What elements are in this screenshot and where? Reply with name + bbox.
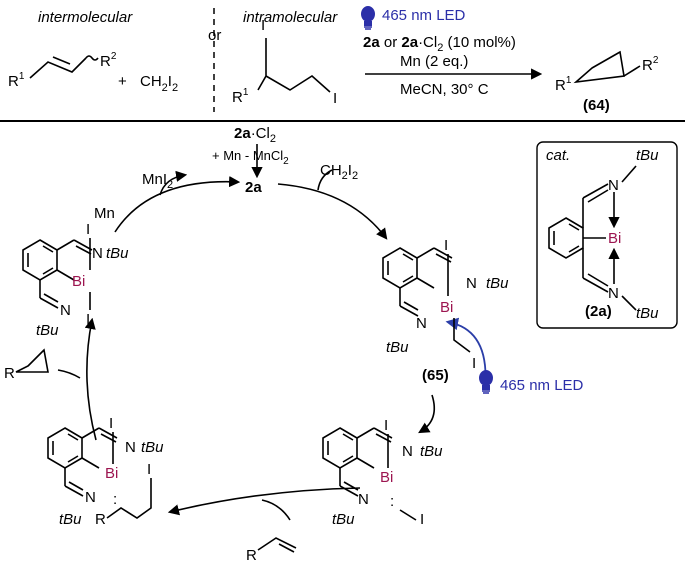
bi-complex-bottom-left: Bi N tBu N tBu I : R I bbox=[47, 415, 164, 528]
mni2-release-arrow bbox=[159, 170, 188, 196]
header-led-label: 465 nm LED bbox=[382, 7, 466, 24]
diiodide-r1: R1 bbox=[232, 87, 249, 106]
svg-text:Bi: Bi bbox=[440, 299, 453, 316]
cycle-led-bulb-icon bbox=[478, 369, 494, 394]
catalyst-loading: 2a or 2a·Cl2 (10 mol%) bbox=[363, 34, 516, 54]
svg-text:tBu: tBu bbox=[486, 275, 509, 292]
product-label: (64) bbox=[583, 97, 610, 114]
ch2i2-reagent: CH2I2 bbox=[140, 73, 178, 94]
svg-text:I: I bbox=[444, 237, 448, 254]
catalyst-2a: 2a bbox=[245, 179, 262, 196]
intermolecular-label: intermolecular bbox=[38, 9, 133, 26]
svg-text:tBu: tBu bbox=[636, 147, 659, 164]
bi-complex-bottom-right: Bi N tBu N tBu I : I bbox=[322, 417, 443, 528]
cycle-arrow-top-left bbox=[114, 176, 241, 233]
svg-text:Bi: Bi bbox=[380, 469, 393, 486]
catalyst-2a-structure: Bi N tBu N tBu bbox=[548, 147, 659, 322]
svg-text:Bi: Bi bbox=[105, 465, 118, 482]
diiodide-i-top: I bbox=[261, 17, 265, 34]
svg-text:I: I bbox=[86, 311, 90, 328]
svg-text:tBu: tBu bbox=[332, 511, 355, 528]
cycle-led-label: 465 nm LED bbox=[500, 377, 584, 394]
diiodide-i-end: I bbox=[333, 90, 337, 107]
svg-text:N: N bbox=[416, 315, 427, 332]
svg-text:N: N bbox=[608, 177, 619, 194]
svg-text:N: N bbox=[358, 491, 369, 508]
cycle-arrow-left bbox=[84, 317, 97, 441]
alkene-entry-arc bbox=[261, 499, 291, 521]
intramolecular-label: intramolecular bbox=[243, 9, 338, 26]
svg-text:N: N bbox=[125, 439, 136, 456]
cyclopropane-ring bbox=[573, 50, 625, 84]
incoming-alkene-r: R bbox=[246, 547, 257, 564]
precatalyst-label: 2a·Cl2 bbox=[234, 125, 276, 145]
diiodide-bonds bbox=[257, 38, 331, 93]
svg-text:R: R bbox=[95, 511, 106, 528]
alkene-r1: R1 bbox=[8, 71, 25, 90]
cycle-arrow-top-right bbox=[277, 183, 388, 240]
svg-text:I: I bbox=[147, 461, 151, 478]
cycle-arrow-right bbox=[418, 394, 436, 434]
product-r2: R2 bbox=[642, 55, 659, 74]
svg-text:tBu: tBu bbox=[141, 439, 164, 456]
svg-text::: : bbox=[113, 491, 117, 508]
catalyst-box bbox=[536, 141, 678, 329]
alkene-r2: R2 bbox=[100, 51, 117, 70]
svg-text:tBu: tBu bbox=[420, 443, 443, 460]
catalyst-box-label: (2a) bbox=[585, 303, 612, 320]
svg-text:N: N bbox=[92, 245, 103, 262]
svg-text:N: N bbox=[402, 443, 413, 460]
bi-complex-top-left: Bi N tBu N tBu I I bbox=[22, 221, 129, 339]
conditions-label: MeCN, 30° C bbox=[400, 81, 489, 98]
svg-text:tBu: tBu bbox=[636, 305, 659, 322]
svg-text:N: N bbox=[466, 275, 477, 292]
bi-complex-65: Bi N tBu N tBu I I (65) bbox=[382, 237, 509, 384]
svg-text:tBu: tBu bbox=[106, 245, 129, 262]
ch2i2-entry-arc bbox=[317, 169, 333, 191]
svg-text:tBu: tBu bbox=[386, 339, 409, 356]
cat-label: cat. bbox=[546, 147, 570, 164]
svg-text:I: I bbox=[420, 511, 424, 528]
mni2-label: MnI2 bbox=[142, 171, 173, 191]
svg-text:Bi: Bi bbox=[608, 230, 621, 247]
cyclopropane-release-arc bbox=[57, 369, 81, 379]
svg-text:tBu: tBu bbox=[59, 511, 82, 528]
svg-text:N: N bbox=[60, 302, 71, 319]
cycle-arrow-bottom bbox=[167, 487, 361, 516]
incoming-alkene bbox=[257, 537, 297, 551]
svg-text:tBu: tBu bbox=[36, 322, 59, 339]
cycle-ch2i2-label: CH2I2 bbox=[320, 162, 358, 182]
svg-text:N: N bbox=[608, 285, 619, 302]
led-bulb-icon bbox=[360, 5, 376, 30]
released-cyclopropane bbox=[15, 348, 49, 373]
alkene-bonds bbox=[29, 57, 87, 79]
svg-text:N: N bbox=[85, 489, 96, 506]
plus-sign: + bbox=[118, 73, 127, 90]
product-r1: R1 bbox=[555, 75, 572, 94]
activation-reagents: + Mn - MnCl2 bbox=[212, 148, 289, 167]
svg-text:Bi: Bi bbox=[72, 273, 85, 290]
svg-text:I: I bbox=[109, 415, 113, 432]
released-r: R bbox=[4, 365, 15, 382]
svg-text:I: I bbox=[472, 355, 476, 372]
reductant-label: Mn (2 eq.) bbox=[400, 53, 468, 70]
svg-text:I: I bbox=[384, 417, 388, 434]
intermediate-label: (65) bbox=[422, 367, 449, 384]
svg-text::: : bbox=[390, 493, 394, 510]
mn-label: Mn bbox=[94, 205, 115, 222]
svg-text:I: I bbox=[86, 221, 90, 238]
